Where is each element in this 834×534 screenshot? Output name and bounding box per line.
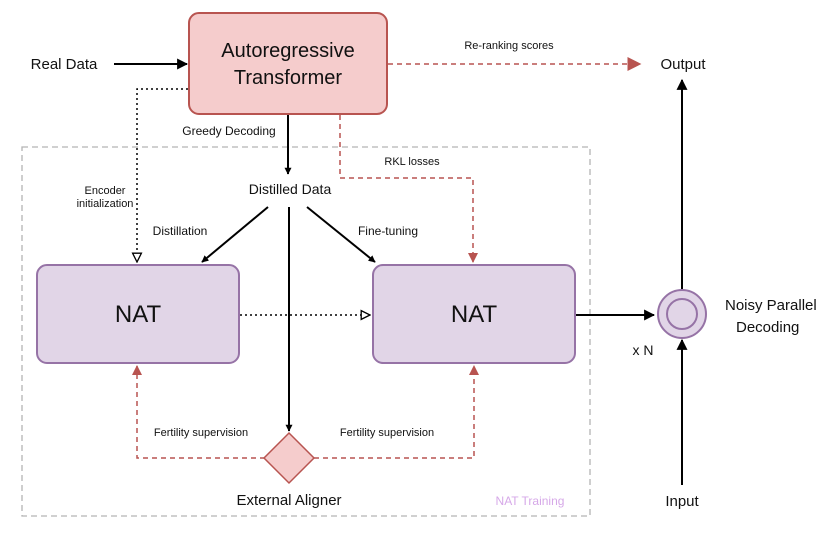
noisy-parallel-decoding-inner: [666, 298, 698, 330]
finetuning-label: Fine-tuning: [358, 224, 418, 238]
ar-label-line1: Autoregressive: [221, 40, 354, 62]
finetuning-arrow: [306, 206, 376, 263]
external-aligner-diamond: [262, 431, 316, 485]
encoder-init-arrow: [137, 88, 188, 262]
encoder-init-label-line2: initialization: [77, 198, 134, 210]
nat-right-label: NAT: [451, 301, 498, 328]
nat-training-label: NAT Training: [496, 494, 565, 508]
fertility-right-arrow: [314, 365, 479, 459]
nat-left-box: [36, 264, 240, 364]
fertility-right-label: Fertility supervision: [340, 427, 434, 439]
real-data-label: Real Data: [31, 56, 98, 73]
distillation-label: Distillation: [153, 224, 208, 238]
distilled-data-label: Distilled Data: [249, 181, 332, 197]
greedy-decoding-label: Greedy Decoding: [182, 124, 275, 138]
ar-label-line2: Transformer: [234, 67, 343, 89]
external-aligner-label: External Aligner: [236, 492, 341, 509]
nat-left-label: NAT: [115, 301, 162, 328]
input-label: Input: [665, 493, 699, 510]
distillation-arrow: [201, 206, 269, 263]
npd-label-line1: Noisy Parallel: [725, 297, 817, 314]
output-label: Output: [660, 56, 706, 73]
npd-label-line2: Decoding: [736, 319, 799, 336]
times-n-label: x N: [633, 342, 654, 358]
nat-right-box: [372, 264, 576, 364]
fertility-left-arrow: [132, 365, 265, 459]
fertility-left-label: Fertility supervision: [154, 427, 248, 439]
encoder-init-label-line1: Encoder: [85, 185, 126, 197]
nat-training-group: [21, 146, 591, 517]
reranking-label: Re-ranking scores: [464, 40, 554, 52]
autoregressive-transformer-box: [188, 12, 388, 115]
rkl-losses-label: RKL losses: [384, 156, 440, 168]
rkl-losses-arrow: [339, 115, 478, 263]
